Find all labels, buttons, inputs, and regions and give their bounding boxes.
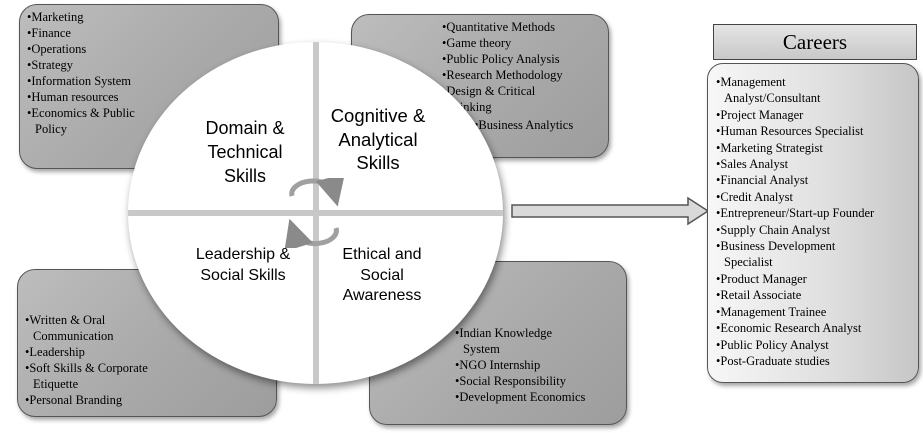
list-item: Social Responsibility — [455, 373, 615, 389]
list-item: Supply Chain Analyst — [716, 222, 916, 238]
list-item: Soft Skills & Corporate Etiquette — [25, 360, 175, 392]
list-item: Research Methodology — [442, 67, 604, 83]
list-item: Credit Analyst — [716, 189, 916, 205]
list-item: Financial Analyst — [716, 172, 916, 188]
list-item: Personal Branding — [25, 392, 175, 408]
list-item: Entrepreneur/Start-up Founder — [716, 205, 884, 221]
list-item: Strategy — [27, 57, 162, 73]
list-item: Finance — [27, 25, 162, 41]
careers-list: Management Analyst/Consultant Project Ma… — [716, 74, 916, 369]
list-item: Leadership — [25, 344, 175, 360]
list-item: Public Policy Analysis — [442, 51, 604, 67]
list-item: Game theory — [442, 35, 604, 51]
list-item: Indian Knowledge System — [455, 325, 581, 357]
list-item: Written & Oral Communication — [25, 312, 175, 344]
list-item: Business Development Specialist — [716, 238, 884, 271]
list-item: Public Policy Analyst — [716, 337, 916, 353]
list-item: Management Analyst/Consultant — [716, 74, 854, 107]
leadership-list: Written & Oral Communication Leadership … — [25, 312, 175, 408]
cycle-arrows-icon — [284, 178, 345, 248]
leadership-social-label: Leadership & Social Skills — [195, 246, 291, 284]
horizontal-divider — [128, 210, 503, 216]
skills-circle: Domain & Technical Skills Cognitive & An… — [128, 42, 503, 384]
list-item: Information System — [27, 73, 162, 89]
careers-title: Careers — [713, 24, 917, 60]
list-item: NGO Internship — [455, 357, 615, 373]
list-item: Marketing — [27, 9, 162, 25]
right-arrow-icon — [511, 196, 710, 226]
list-item: Project Manager — [716, 107, 916, 123]
domain-tech-list: Marketing Finance Operations Strategy In… — [27, 9, 162, 137]
list-item: Economic Research Analyst — [716, 320, 916, 336]
list-item: Quantitative Methods — [442, 19, 604, 35]
list-item: Retail Associate — [716, 287, 916, 303]
list-item: Marketing Strategist — [716, 140, 916, 156]
list-item: Management Trainee — [716, 304, 916, 320]
list-item-sub: Business Analytics — [474, 117, 604, 133]
list-item: Post-Graduate studies — [716, 353, 916, 369]
domain-technical-label: Domain & Technical Skills — [205, 118, 285, 186]
ethical-list: Indian Knowledge System NGO Internship S… — [455, 325, 615, 405]
list-item: Human resources — [27, 89, 162, 105]
list-item: Development Economics — [455, 389, 615, 405]
list-item: Human Resources Specialist — [716, 123, 916, 139]
cognitive-analytical-label: Cognitive & Analytical Skills — [330, 105, 426, 173]
list-item: Operations — [27, 41, 162, 57]
list-item: Sales Analyst — [716, 156, 916, 172]
list-item: Economics & Public Policy — [27, 105, 162, 137]
ethical-social-label: Ethical and Social Awareness — [342, 246, 422, 304]
list-item: Product Manager — [716, 271, 916, 287]
